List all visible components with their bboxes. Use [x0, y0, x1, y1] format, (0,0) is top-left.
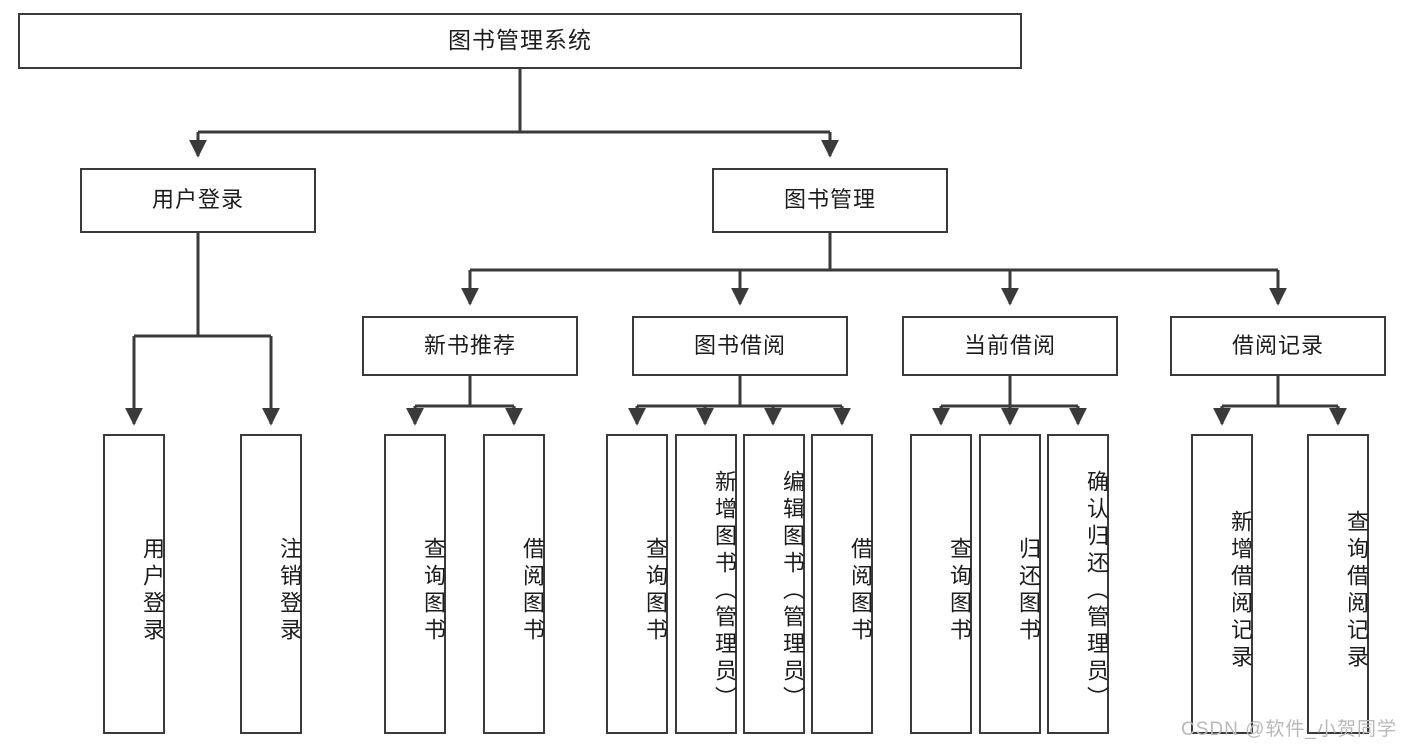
node-label: 用户登录	[151, 187, 244, 213]
node-label: 新增借阅记录	[1228, 510, 1253, 672]
leaf-logout[interactable]: 注销登录	[240, 434, 302, 734]
node-user-login[interactable]: 用户登录	[80, 168, 316, 233]
leaf-current-confirm-return-admin[interactable]: 确认归还（管理员）	[1047, 434, 1109, 734]
leaf-borrow-borrow-book[interactable]: 借阅图书	[811, 434, 873, 734]
leaf-record-add[interactable]: 新增借阅记录	[1191, 434, 1253, 734]
node-label: 新增图书（管理员）	[712, 469, 737, 713]
node-borrow-records[interactable]: 借阅记录	[1170, 316, 1386, 376]
node-label: 借阅图书	[520, 537, 545, 645]
node-label: 查询借阅记录	[1344, 510, 1369, 672]
leaf-current-query-book[interactable]: 查询图书	[910, 434, 972, 734]
leaf-current-return-book[interactable]: 归还图书	[979, 434, 1041, 734]
leaf-borrow-query-book[interactable]: 查询图书	[606, 434, 668, 734]
leaf-record-query[interactable]: 查询借阅记录	[1307, 434, 1369, 734]
node-book-management[interactable]: 图书管理	[712, 168, 948, 233]
watermark-csdn: CSDN @软件_小贺同学	[1181, 719, 1397, 740]
leaf-borrow-add-book-admin[interactable]: 新增图书（管理员）	[675, 434, 737, 734]
leaf-user-login[interactable]: 用户登录	[103, 434, 165, 734]
node-label: 图书管理	[783, 187, 876, 213]
node-label: 借阅图书	[848, 537, 873, 645]
node-label: 用户登录	[140, 537, 165, 645]
leaf-borrow-edit-book-admin[interactable]: 编辑图书（管理员）	[743, 434, 805, 734]
node-label: 查询图书	[643, 537, 668, 645]
leaf-new-book-query[interactable]: 查询图书	[384, 434, 446, 734]
node-root-system[interactable]: 图书管理系统	[18, 13, 1022, 69]
node-new-book-recommend[interactable]: 新书推荐	[362, 316, 578, 376]
node-label: 编辑图书（管理员）	[780, 469, 805, 713]
node-label: 图书借阅	[693, 332, 786, 358]
node-label: 新书推荐	[423, 332, 516, 358]
node-label: 查询图书	[421, 537, 446, 645]
node-label: 归还图书	[1016, 537, 1041, 645]
node-label: 图书管理系统	[448, 27, 592, 54]
node-label: 查询图书	[947, 537, 972, 645]
node-label: 当前借阅	[963, 332, 1056, 358]
node-label: 借阅记录	[1231, 332, 1324, 358]
node-current-borrow[interactable]: 当前借阅	[902, 316, 1118, 376]
leaf-new-book-borrow[interactable]: 借阅图书	[483, 434, 545, 734]
node-label: 确认归还（管理员）	[1084, 469, 1109, 713]
node-book-borrow[interactable]: 图书借阅	[632, 316, 848, 376]
node-label: 注销登录	[277, 537, 302, 645]
